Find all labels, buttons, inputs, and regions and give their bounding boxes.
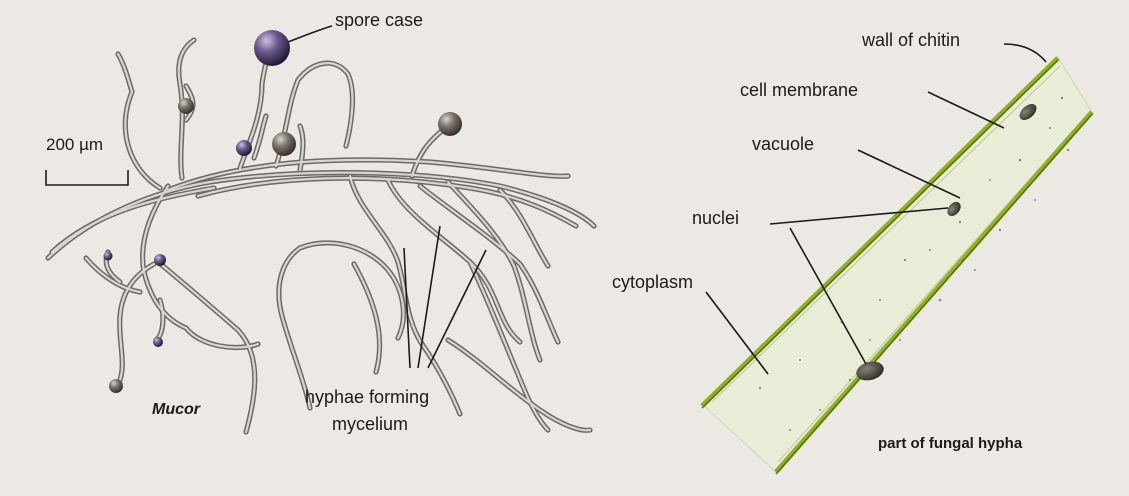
sporangium: [103, 251, 113, 261]
sporangium: [236, 140, 252, 156]
sporangium: [109, 379, 123, 393]
hypha-membrane-inner: [711, 65, 1061, 403]
hyphae-label-line1: hyphae forming: [305, 387, 429, 407]
cytoplasm-label: cytoplasm: [612, 272, 693, 292]
cytoplasm-granules: [758, 96, 1070, 431]
hypha-core: [184, 326, 260, 349]
vacuole: [1019, 103, 1037, 121]
hypha-core: [116, 52, 134, 94]
hypha-cytoplasm: [701, 57, 1093, 473]
mucor-mycelium: spore case 200 µm Mucor hyphae forming m…: [45, 10, 597, 435]
hypha-core: [118, 262, 156, 382]
fungal-hypha-section: wall of chitin cell membrane vacuole nuc…: [612, 30, 1094, 475]
hypha-core: [498, 188, 550, 268]
wall-of-chitin-upper: [700, 56, 1060, 408]
vacuole-label: vacuole: [752, 134, 814, 154]
hypha-core: [420, 342, 462, 416]
hypha-core: [46, 171, 596, 260]
hypha-core: [277, 246, 312, 410]
hypha-core: [298, 124, 305, 172]
mucor-label: Mucor: [152, 401, 201, 418]
hypha-core: [196, 177, 578, 228]
hypha-core: [124, 90, 162, 190]
scale-bar-label: 200 µm: [46, 135, 103, 154]
scale-bar: [45, 170, 129, 186]
vacuole-leader: [857, 149, 961, 199]
sporangium: [178, 98, 194, 114]
hypha-core: [418, 184, 560, 344]
hyphae-strands-highlight: [46, 38, 596, 434]
hypha-core: [446, 338, 592, 432]
hypha-core: [446, 180, 542, 362]
hypha-core: [352, 262, 381, 374]
wall-of-chitin-label: wall of chitin: [861, 30, 960, 50]
hypha-core: [166, 158, 570, 192]
wall-of-chitin-upper-edge: [701, 59, 1059, 409]
hypha-core: [348, 174, 424, 346]
wall-of-chitin-leader: [1003, 43, 1047, 63]
hypha-core: [84, 256, 142, 294]
spore-case-label: spore case: [335, 10, 423, 30]
sporangium: [153, 337, 163, 347]
sporangia: [103, 30, 462, 393]
hypha-core: [50, 186, 216, 254]
part-of-fungal-hypha-label: part of fungal hypha: [878, 435, 1023, 452]
hypha-core: [177, 38, 196, 180]
wall-of-chitin-lower: [774, 110, 1094, 474]
cytoplasm-leader: [705, 291, 769, 375]
spore-case-leader: [287, 25, 333, 43]
hypha-core: [274, 62, 354, 168]
nucleus: [856, 361, 884, 381]
hypha-core: [156, 260, 256, 434]
nuclei-leader: [769, 207, 949, 225]
nucleus: [947, 201, 961, 217]
cell-membrane-label: cell membrane: [740, 80, 858, 100]
spore-case: [254, 30, 290, 66]
hypha-core: [252, 114, 268, 160]
sporangium: [154, 254, 166, 266]
cell-membrane-leader: [927, 91, 1005, 129]
hyphae-label-line2: mycelium: [332, 414, 408, 434]
nuclei-leader: [789, 227, 867, 365]
hyphae-leader: [427, 249, 487, 369]
wall-of-chitin-lower-edge: [775, 113, 1093, 475]
sporangium: [438, 112, 462, 136]
hypha-core: [298, 241, 405, 340]
nuclei-label: nuclei: [692, 208, 739, 228]
hypha-core: [468, 260, 550, 432]
hyphae-leader: [417, 225, 441, 369]
sporangium: [272, 132, 296, 156]
hypha-core: [184, 84, 194, 122]
hyphae-leader: [403, 247, 411, 369]
